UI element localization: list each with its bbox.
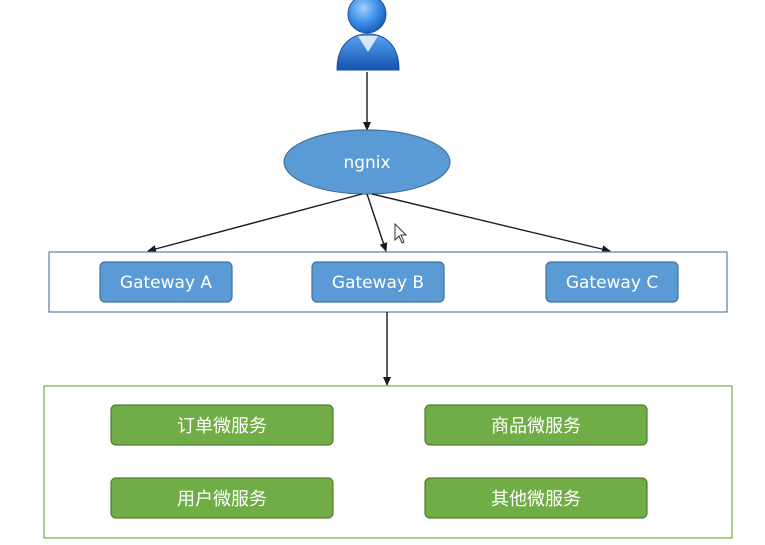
user-head xyxy=(347,0,387,34)
gateway-c-label: Gateway C xyxy=(566,273,658,293)
service-user-box xyxy=(110,477,334,519)
service-order: 订单微服务 xyxy=(110,404,334,446)
arrow-proxy-to-gateway-c xyxy=(371,193,611,254)
gateway-a-box xyxy=(99,261,233,303)
gateway-a: Gateway A xyxy=(99,261,233,303)
service-other-box xyxy=(424,477,648,519)
user-collar xyxy=(358,36,378,52)
service-other: 其他微服务 xyxy=(424,477,648,519)
service-user: 用户微服务 xyxy=(110,477,334,519)
gateway-b-label: Gateway B xyxy=(332,273,424,293)
service-other-label: 其他微服务 xyxy=(491,489,581,510)
gateway-a-label: Gateway A xyxy=(120,273,213,293)
gateway-b-box xyxy=(311,261,445,303)
gateway-c-box xyxy=(545,261,679,303)
service-product-label: 商品微服务 xyxy=(491,416,581,437)
service-order-label: 订单微服务 xyxy=(177,416,267,437)
mouse-cursor-icon xyxy=(394,222,408,244)
service-order-box xyxy=(110,404,334,446)
user-icon xyxy=(336,0,400,71)
gateway-b: Gateway B xyxy=(311,261,445,303)
proxy-node: ngnix xyxy=(283,129,451,195)
gateway-c: Gateway C xyxy=(545,261,679,303)
service-product-box xyxy=(424,404,648,446)
service-product: 商品微服务 xyxy=(424,404,648,446)
proxy-label: ngnix xyxy=(343,153,390,173)
arrow-proxy-to-gateway-a xyxy=(147,193,363,253)
service-user-label: 用户微服务 xyxy=(177,489,267,510)
arrow-proxy-to-gateway-b xyxy=(366,193,388,252)
